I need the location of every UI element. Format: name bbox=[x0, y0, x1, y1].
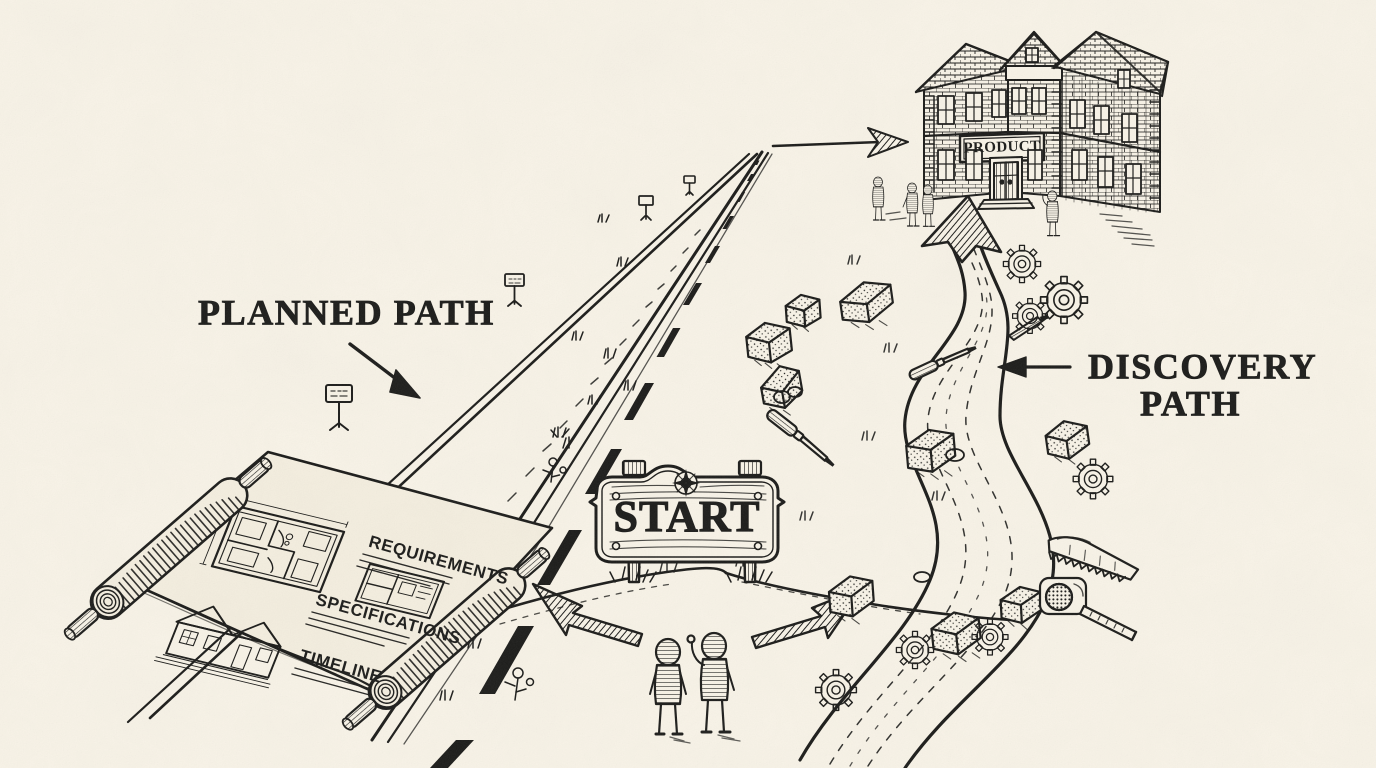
discovery-path-label-arrow bbox=[997, 356, 1072, 378]
roadside-sign bbox=[325, 384, 353, 431]
planned-path-arrow bbox=[771, 127, 909, 158]
product-sign-label: PRODUCT bbox=[963, 138, 1040, 156]
planned-path-label: PLANNED PATH bbox=[198, 292, 495, 332]
roadside-sign bbox=[638, 195, 654, 221]
fork-figures bbox=[649, 631, 741, 744]
discovery-path-trail bbox=[798, 194, 1056, 768]
fork-arrow-left bbox=[531, 582, 644, 648]
tool-chisel bbox=[766, 408, 835, 467]
start-sign-label: START bbox=[614, 492, 761, 541]
roadside-sign bbox=[683, 175, 696, 196]
flower bbox=[504, 667, 535, 701]
discovery-path-label-line2: PATH bbox=[1140, 383, 1241, 423]
tool-tape-measure bbox=[1038, 576, 1138, 642]
planned-path-label-arrow bbox=[348, 342, 421, 399]
discovery-path-label-line1: DISCOVERY bbox=[1088, 346, 1317, 386]
roadside-sign bbox=[504, 273, 525, 307]
